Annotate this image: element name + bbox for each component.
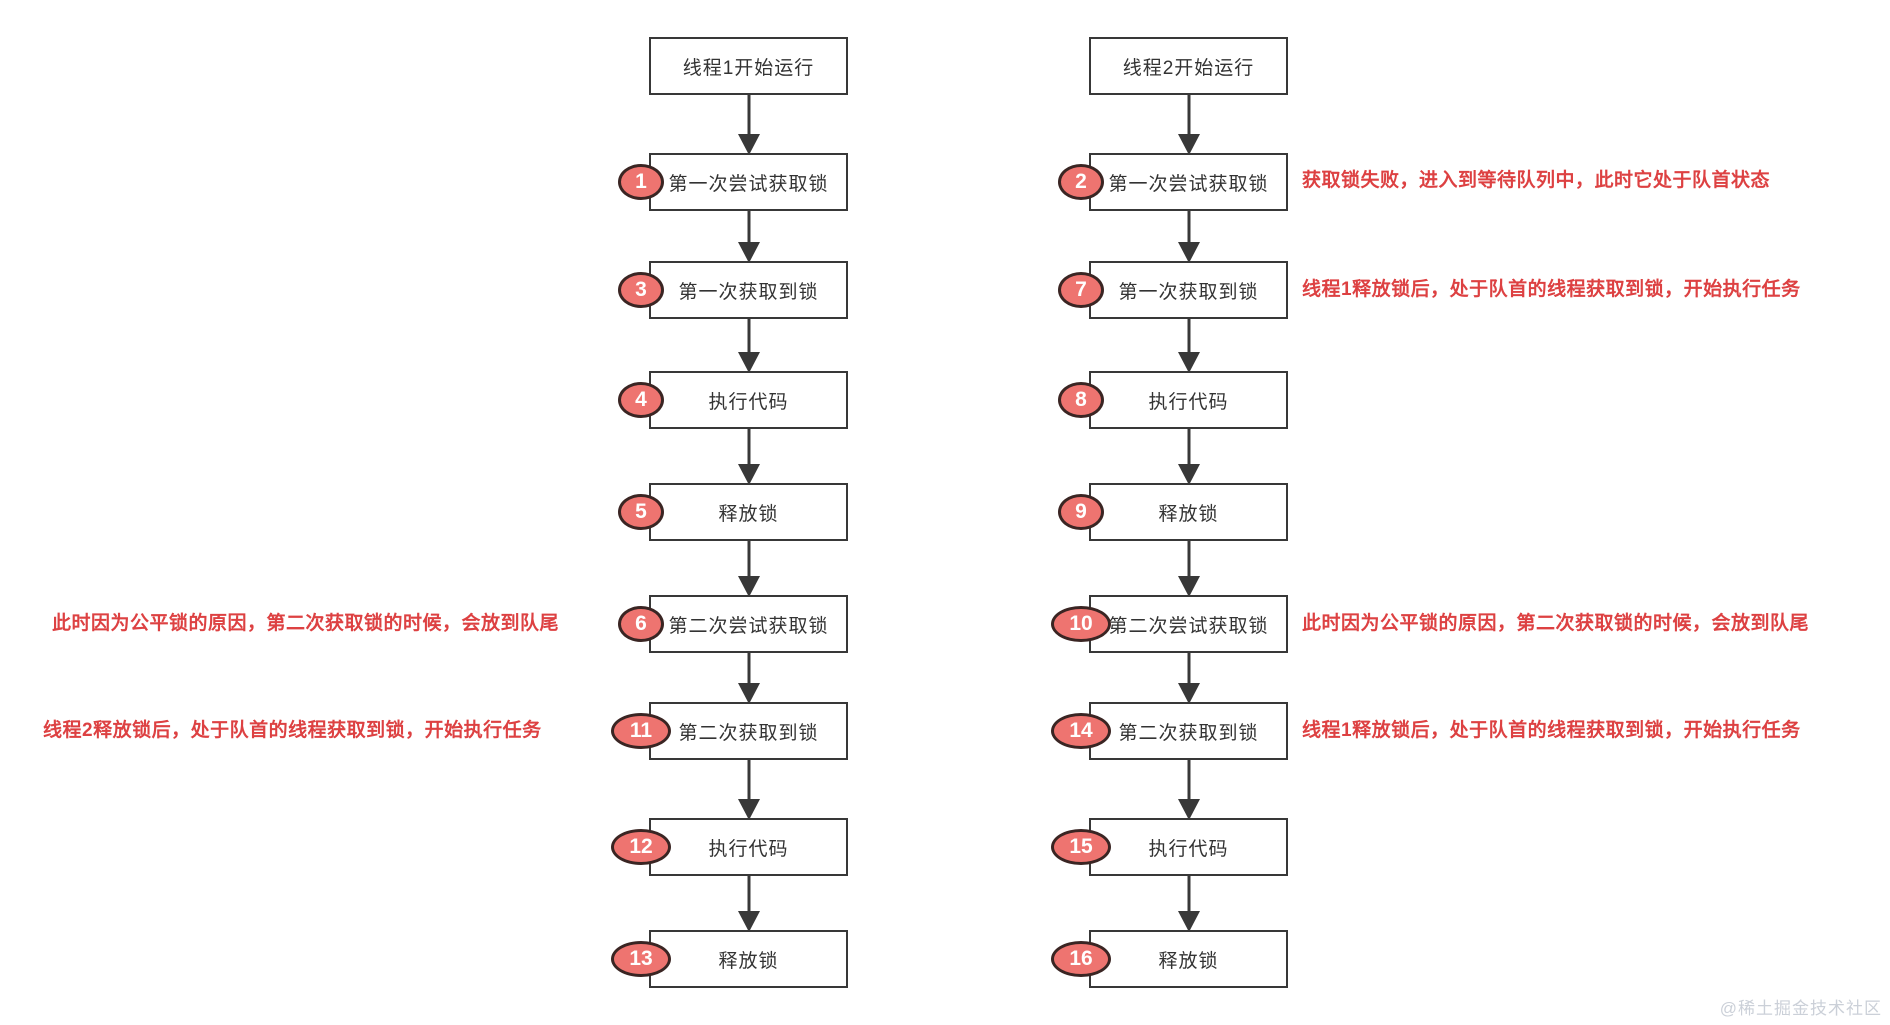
arrow-down-icon bbox=[1176, 758, 1202, 820]
thread1-flow-step-box: 执行代码 bbox=[649, 371, 848, 429]
arrow-down-icon bbox=[1176, 317, 1202, 373]
arrow-down-icon bbox=[736, 427, 762, 485]
annotation-right-step14: 线程1释放锁后，处于队首的线程获取到锁，开始执行任务 bbox=[1302, 720, 1801, 741]
box-label: 执行代码 bbox=[1148, 391, 1229, 413]
thread2-flow-step-box: 第一次获取到锁 bbox=[1089, 261, 1288, 319]
step-number-badge: 8 bbox=[1058, 382, 1104, 418]
thread2-flow-step-box: 执行代码 bbox=[1089, 818, 1288, 876]
box-label: 第二次尝试获取锁 bbox=[668, 615, 829, 637]
thread2-flow-step-box: 第二次获取到锁 bbox=[1089, 702, 1288, 760]
annotation-left-step6: 此时因为公平锁的原因，第二次获取锁的时候，会放到队尾 bbox=[52, 613, 560, 634]
thread2-flow-step-box: 执行代码 bbox=[1089, 371, 1288, 429]
box-label: 释放锁 bbox=[1158, 503, 1219, 525]
arrow-down-icon bbox=[736, 651, 762, 704]
step-number-badge: 7 bbox=[1058, 272, 1104, 308]
thread1-flow-step-box: 第一次获取到锁 bbox=[649, 261, 848, 319]
box-label: 释放锁 bbox=[718, 503, 779, 525]
arrow-down-icon bbox=[736, 209, 762, 263]
step-number-badge: 10 bbox=[1051, 606, 1111, 642]
thread1-flow-step-box: 第一次尝试获取锁 bbox=[649, 153, 848, 211]
arrow-down-icon bbox=[1176, 93, 1202, 155]
step-number-badge: 14 bbox=[1051, 713, 1111, 749]
box-label: 释放锁 bbox=[718, 950, 779, 972]
step-number-badge: 11 bbox=[611, 713, 671, 749]
thread1-flow-title-box: 线程1开始运行 bbox=[649, 37, 848, 95]
step-number-badge: 16 bbox=[1051, 941, 1111, 977]
step-number-badge: 6 bbox=[618, 606, 664, 642]
arrow-down-icon bbox=[1176, 539, 1202, 597]
arrow-down-icon bbox=[736, 93, 762, 155]
thread2-flow-step-box: 第一次尝试获取锁 bbox=[1089, 153, 1288, 211]
arrow-down-icon bbox=[1176, 651, 1202, 704]
box-label: 第一次尝试获取锁 bbox=[668, 173, 829, 195]
box-label: 执行代码 bbox=[1148, 838, 1229, 860]
thread2-flow-step-box: 释放锁 bbox=[1089, 930, 1288, 988]
step-number-badge: 12 bbox=[611, 829, 671, 865]
step-number-badge: 4 bbox=[618, 382, 664, 418]
thread1-flow-step-box: 第二次获取到锁 bbox=[649, 702, 848, 760]
arrow-down-icon bbox=[1176, 427, 1202, 485]
annotation-right-step10: 此时因为公平锁的原因，第二次获取锁的时候，会放到队尾 bbox=[1302, 613, 1810, 634]
box-label: 释放锁 bbox=[1158, 950, 1219, 972]
step-number-badge: 15 bbox=[1051, 829, 1111, 865]
box-label: 第二次获取到锁 bbox=[678, 722, 819, 744]
thread2-flow-title-box: 线程2开始运行 bbox=[1089, 37, 1288, 95]
thread1-flow-step-box: 第二次尝试获取锁 bbox=[649, 595, 848, 653]
annotation-left-step11: 线程2释放锁后，处于队首的线程获取到锁，开始执行任务 bbox=[43, 720, 542, 741]
arrow-down-icon bbox=[1176, 209, 1202, 263]
thread2-flow-step-box: 释放锁 bbox=[1089, 483, 1288, 541]
box-label: 第二次获取到锁 bbox=[1118, 722, 1259, 744]
step-number-badge: 5 bbox=[618, 494, 664, 530]
annotation-right-step2: 获取锁失败，进入到等待队列中，此时它处于队首状态 bbox=[1302, 170, 1771, 191]
box-label: 第一次获取到锁 bbox=[1118, 281, 1259, 303]
step-number-badge: 1 bbox=[618, 164, 664, 200]
box-label: 第一次获取到锁 bbox=[678, 281, 819, 303]
thread1-flow-step-box: 释放锁 bbox=[649, 930, 848, 988]
arrow-down-icon bbox=[736, 539, 762, 597]
thread1-flow-step-box: 释放锁 bbox=[649, 483, 848, 541]
box-label: 线程2开始运行 bbox=[1122, 57, 1255, 79]
thread1-flow-step-box: 执行代码 bbox=[649, 818, 848, 876]
thread2-flow-step-box: 第二次尝试获取锁 bbox=[1089, 595, 1288, 653]
box-label: 第一次尝试获取锁 bbox=[1108, 173, 1269, 195]
arrow-down-icon bbox=[736, 874, 762, 932]
box-label: 第二次尝试获取锁 bbox=[1108, 615, 1269, 637]
step-number-badge: 2 bbox=[1058, 164, 1104, 200]
arrow-down-icon bbox=[736, 758, 762, 820]
arrow-down-icon bbox=[736, 317, 762, 373]
box-label: 执行代码 bbox=[708, 838, 789, 860]
box-label: 执行代码 bbox=[708, 391, 789, 413]
annotation-right-step7: 线程1释放锁后，处于队首的线程获取到锁，开始执行任务 bbox=[1302, 279, 1801, 300]
watermark: @稀土掘金技术社区 bbox=[1719, 999, 1882, 1018]
box-label: 线程1开始运行 bbox=[682, 57, 815, 79]
arrow-down-icon bbox=[1176, 874, 1202, 932]
step-number-badge: 3 bbox=[618, 272, 664, 308]
step-number-badge: 13 bbox=[611, 941, 671, 977]
step-number-badge: 9 bbox=[1058, 494, 1104, 530]
